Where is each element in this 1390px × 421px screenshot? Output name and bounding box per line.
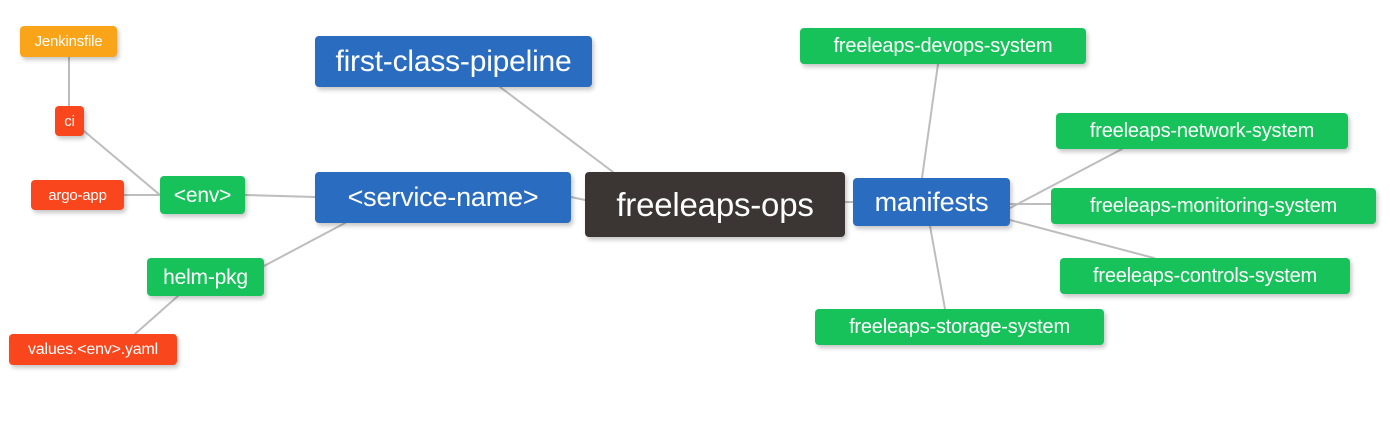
node-helm-pkg[interactable]: helm-pkg <box>147 258 264 296</box>
edge-service-name-to-freeleaps-ops <box>570 196 586 201</box>
node-values-env-yaml[interactable]: values.<env>.yaml <box>9 334 177 365</box>
node-label-values-env-yaml: values.<env>.yaml <box>27 340 158 358</box>
edge-values-env-yaml-to-helm-pkg <box>134 295 179 335</box>
node-env[interactable]: <env> <box>160 176 245 214</box>
node-label-helm-pkg: helm-pkg <box>163 265 248 289</box>
node-label-first-class-pipeline: first-class-pipeline <box>335 44 572 78</box>
node-label-jenkinsfile: Jenkinsfile <box>34 33 103 50</box>
node-service-name[interactable]: <service-name> <box>315 172 571 223</box>
node-label-argo-app: argo-app <box>48 186 107 204</box>
node-ci[interactable]: ci <box>55 106 84 136</box>
node-label-ci: ci <box>64 112 75 130</box>
node-label-env: <env> <box>173 183 232 207</box>
node-first-class-pipeline[interactable]: first-class-pipeline <box>315 36 592 87</box>
node-label-manifests: manifests <box>874 186 989 217</box>
edge-first-class-pipeline-to-freeleaps-ops <box>499 86 614 173</box>
node-manifests[interactable]: manifests <box>853 178 1010 226</box>
node-label-service-name: <service-name> <box>347 182 539 212</box>
node-label-freeleaps-controls-system: freeleaps-controls-system <box>1093 265 1317 287</box>
node-jenkinsfile[interactable]: Jenkinsfile <box>20 26 117 57</box>
node-label-freeleaps-devops-system: freeleaps-devops-system <box>833 35 1053 57</box>
node-label-freeleaps-monitoring-system: freeleaps-monitoring-system <box>1090 195 1337 217</box>
node-label-freeleaps-storage-system: freeleaps-storage-system <box>849 316 1070 338</box>
node-freeleaps-ops[interactable]: freeleaps-ops <box>585 172 845 237</box>
edge-manifests-to-freeleaps-controls-system <box>1009 219 1155 259</box>
node-freeleaps-network-system[interactable]: freeleaps-network-system <box>1056 113 1348 149</box>
edge-manifests-to-freeleaps-devops-system <box>921 63 939 179</box>
node-label-freeleaps-ops: freeleaps-ops <box>616 186 814 223</box>
node-freeleaps-storage-system[interactable]: freeleaps-storage-system <box>815 309 1104 345</box>
edge-helm-pkg-to-service-name <box>263 222 346 267</box>
node-label-freeleaps-network-system: freeleaps-network-system <box>1089 120 1315 142</box>
node-freeleaps-monitoring-system[interactable]: freeleaps-monitoring-system <box>1051 188 1376 224</box>
node-freeleaps-controls-system[interactable]: freeleaps-controls-system <box>1060 258 1350 294</box>
node-freeleaps-devops-system[interactable]: freeleaps-devops-system <box>800 28 1086 64</box>
node-argo-app[interactable]: argo-app <box>31 180 124 210</box>
edge-env-to-service-name <box>244 194 316 198</box>
edge-manifests-to-freeleaps-storage-system <box>929 225 946 310</box>
